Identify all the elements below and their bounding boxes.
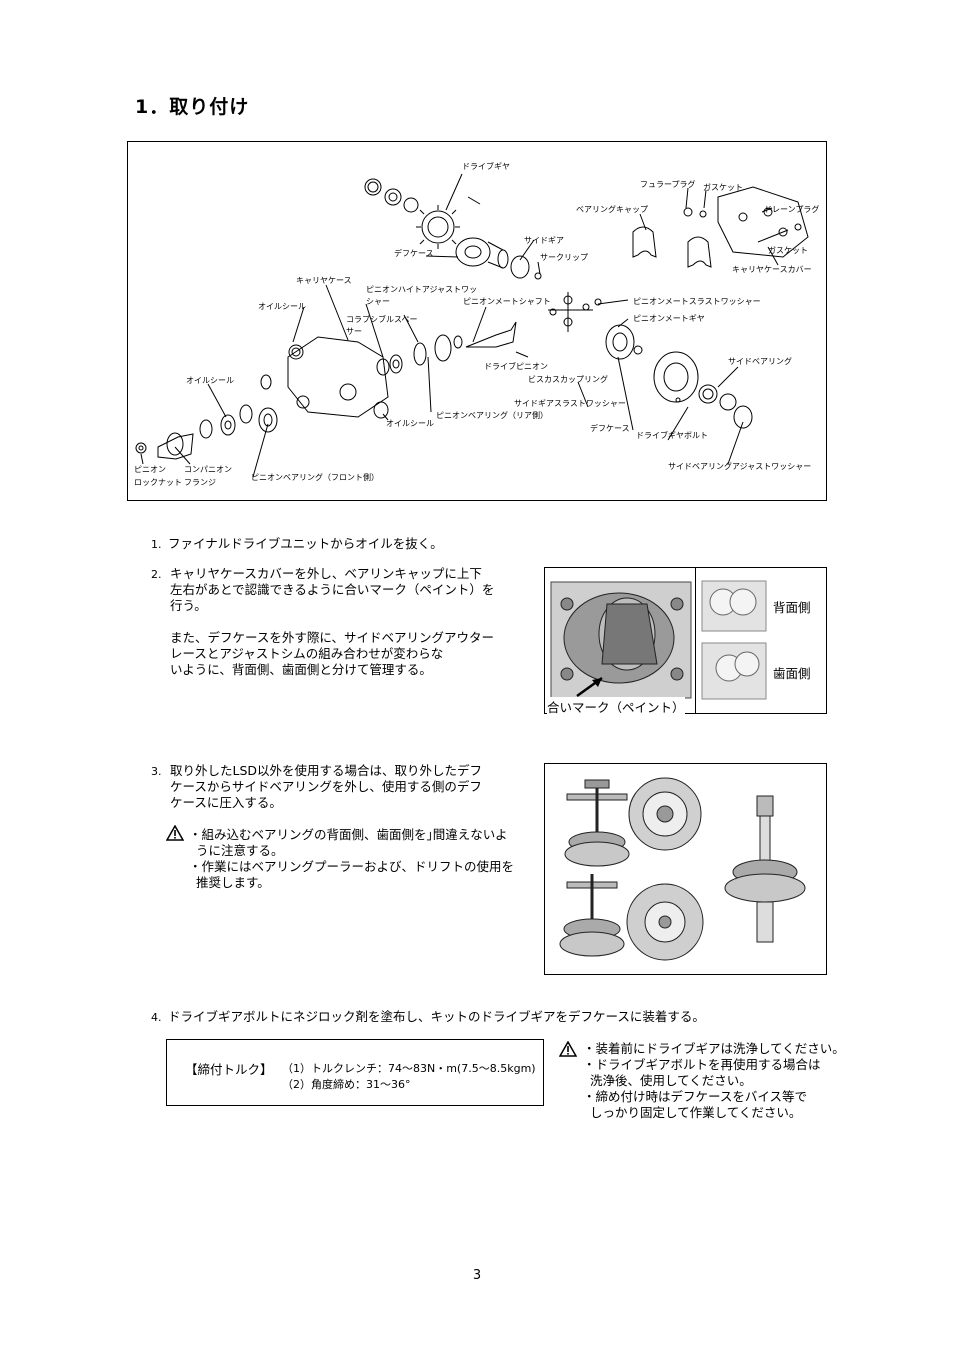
label-diff-case-bottom: デフケース [590, 424, 630, 433]
label-pinion-mate-thrust-washer: ピニオンメートスラストワッシャー [633, 297, 761, 306]
label-filler-plug: フュラープラグ [640, 180, 696, 189]
step-4-text: ドライブギアボルトにネジロック剤を塗布し、キットのドライブギアをデフケースに装着… [168, 1009, 705, 1024]
torque-heading: 【締付トルク】 [185, 1062, 273, 1077]
step-2-line: いように、背面側、歯面側と分けて管理する。 [170, 662, 432, 677]
step-3-number: 3. [151, 765, 162, 778]
label-companion-flange-1: コンパニオン [184, 465, 232, 474]
step-3-line: 取り外したLSD以外を使用する場合は、取り外したデフ [170, 763, 483, 778]
caution-line: 洗浄後、使用してください。 [590, 1073, 752, 1088]
label-pinion-height-washer-1: ピニオンハイトアジャストワッ [366, 285, 478, 294]
photo-divider [695, 568, 696, 713]
label-side-gear-thrust-washer: サイドギアスラストワッシャー [514, 399, 626, 408]
caution-line: ・締め付け時はデフケースをバイス等で [583, 1089, 808, 1104]
label-side-gear: サイドギア [524, 236, 564, 245]
caution-line: ・装着前にドライブギアは洗浄してください。 [583, 1041, 845, 1056]
step-3-photo-panel [544, 763, 827, 975]
caution-line: ・作業にはベアリングプーラーおよび、ドリフトの使用を [189, 859, 515, 874]
label-drive-gear-bolt: ドライブギヤボルト [636, 431, 708, 440]
step-2-line: また、デフケースを外す際に、サイドベアリングアウター [170, 630, 495, 645]
step-1-text: ファイナルドライブユニットからオイルを抜く。 [168, 536, 443, 551]
label-oil-seal-bottom: オイルシール [386, 419, 434, 428]
step-3-caution: ・組み込むベアリングの背面側、歯面側を｣間違えないよ うに注意する。 ・作業には… [189, 827, 534, 891]
label-side-bearing: サイドベアリング [728, 357, 792, 366]
tooth-side-label: 歯面側 [773, 666, 811, 681]
label-bearing-cap: ベアリングキャップ [576, 205, 648, 214]
step-4-caution: ・装着前にドライブギアは洗浄してください。 ・ドライブギアボルトを再使用する場合… [583, 1041, 883, 1121]
label-pinion-bearing-front: ピニオンベアリング（フロント側） [251, 473, 379, 482]
step-3-line: ケースからサイドベアリングを外し、使用する側のデフ [170, 779, 482, 794]
match-mark-label: 合いマーク（ペイント） [547, 697, 685, 716]
torque-line-2: （2）角度締め：31～36° [282, 1078, 411, 1091]
caution-line: しっかり固定して作業してください。 [590, 1105, 802, 1120]
label-oil-seal-mid: オイルシール [186, 376, 234, 385]
step-2-line: 行う。 [170, 598, 207, 613]
label-carrier-case-cover: キャリヤケースカバー [732, 265, 812, 274]
step-2-line: キャリヤケースカバーを外し、ベアリンキャップに上下 [170, 566, 482, 581]
label-pinion-locknut-2: ロックナット [134, 478, 182, 487]
page-number: 3 [472, 1268, 482, 1283]
exploded-diagram: ドライブギヤ フュラープラグ ガスケット ドレーンプラグ ベアリングキャップ ガ… [127, 141, 827, 501]
label-gasket-right: ガスケット [768, 246, 808, 255]
step-2-photo-panel: 合いマーク（ペイント） 背面側 歯面側 [544, 567, 827, 716]
step-1-number: 1. [151, 538, 162, 551]
step-2-text: キャリヤケースカバーを外し、ベアリンキャップに上下 左右があとで認識できるように… [170, 566, 520, 678]
back-side-label: 背面側 [773, 600, 811, 615]
tooth-side-shims-photo [701, 642, 767, 700]
section-title: 1．取り付け [135, 96, 250, 118]
caution-line: 推奨します。 [196, 875, 270, 890]
label-drain-plug: ドレーンプラグ [764, 205, 820, 214]
caution-line: ・ドライブギアボルトを再使用する場合は [583, 1057, 821, 1072]
diff-case-photo [550, 581, 692, 699]
step-2-line: 左右があとで認識できるように合いマーク（ペイント）を [170, 582, 495, 597]
label-diff-case-top: デフケース [394, 249, 434, 258]
label-circlip: サークリップ [540, 253, 588, 262]
label-side-bearing-washer: サイドベアリングアジャストワッシャー [668, 462, 812, 471]
label-pinion-bearing-rear: ピニオンベアリング（リア側） [436, 411, 548, 420]
label-companion-flange-2: フランジ [184, 478, 216, 487]
label-collapsible-spacer-1: コラプシブルスペー [346, 315, 418, 324]
caution-icon [166, 825, 184, 841]
caution-line: ・組み込むベアリングの背面側、歯面側を｣間違えないよ [189, 827, 508, 842]
label-pinion-locknut-1: ピニオン [134, 465, 166, 474]
label-viscous-coupling: ビスカスカップリング [528, 375, 608, 384]
step-3-text: 取り外したLSD以外を使用する場合は、取り外したデフ ケースからサイドベアリング… [170, 763, 520, 811]
bearing-press-photos [559, 777, 806, 961]
label-pinion-mate-gear: ピニオンメートギヤ [633, 314, 705, 323]
label-pinion-height-washer-2: シャー [366, 297, 390, 306]
step-2-line: レースとアジャストシムの組み合わせが変わらな [170, 646, 444, 661]
label-drive-pinion: ドライブピニオン [484, 362, 548, 371]
label-collapsible-spacer-2: サー [346, 327, 362, 336]
exploded-diagram-drawing [135, 173, 809, 478]
label-oil-seal-left: オイルシール [258, 302, 306, 311]
caution-line: うに注意する。 [196, 843, 284, 858]
label-pinion-mate-shaft: ピニオンメートシャフト [463, 297, 551, 306]
step-4-number: 4. [151, 1011, 162, 1024]
caution-icon [559, 1041, 577, 1057]
label-drive-gear: ドライブギヤ [462, 162, 510, 171]
label-carrier-case: キャリヤケース [296, 276, 352, 285]
step-3-line: ケースに圧入する。 [170, 795, 282, 810]
torque-spec-box: 【締付トルク】 （1）トルクレンチ：74～83N・m(7.5～8.5kgm) （… [166, 1039, 544, 1106]
back-side-shims-photo [701, 580, 767, 632]
torque-line-1: （1）トルクレンチ：74～83N・m(7.5～8.5kgm) [282, 1062, 536, 1075]
label-gasket-top: ガスケット [703, 183, 743, 192]
step-2-number: 2. [151, 568, 162, 581]
